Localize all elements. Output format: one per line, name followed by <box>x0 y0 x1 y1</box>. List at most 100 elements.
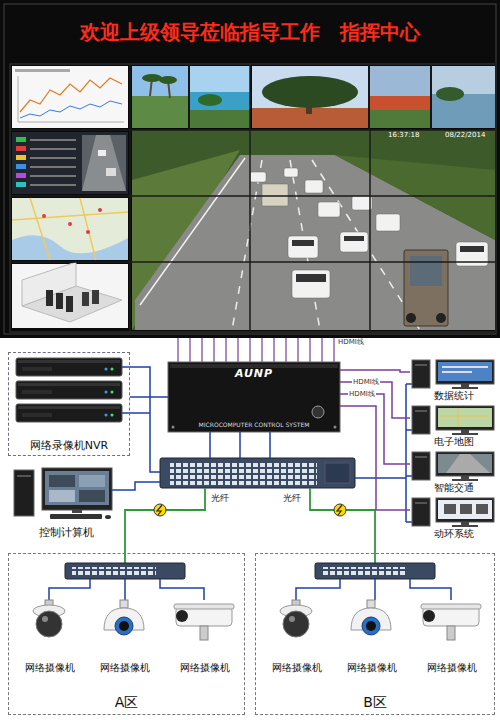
fiber-symbol <box>154 504 166 516</box>
video-wall <box>12 132 128 194</box>
video-wall <box>190 66 250 92</box>
video-wall <box>335 155 495 240</box>
video-wall <box>340 232 368 252</box>
camera-icon <box>366 621 376 631</box>
video-wall <box>132 130 495 330</box>
camera-icon <box>421 604 481 640</box>
camera-icon <box>351 600 391 635</box>
cable-connector <box>130 396 168 398</box>
camera-icon <box>33 600 234 640</box>
video-wall <box>15 69 70 72</box>
camera-icon <box>447 626 455 640</box>
workstation-icon <box>412 360 494 527</box>
video-wall <box>436 87 464 101</box>
video-wall <box>10 64 496 332</box>
device-label: 动环系统 <box>434 528 474 540</box>
workstation: 智能交通 <box>410 450 498 494</box>
workstation-icon <box>444 504 456 514</box>
device-label: 网络录像机NVR <box>30 439 108 452</box>
video-wall <box>30 139 76 141</box>
zone-switch <box>322 567 406 575</box>
video-wall <box>318 202 340 217</box>
network-switch <box>325 463 350 483</box>
camera-icon <box>104 600 144 635</box>
workstation-icon <box>440 408 490 427</box>
workstation: 电子地图 <box>410 404 498 448</box>
video-wall <box>305 180 323 193</box>
camera-icon <box>33 600 65 637</box>
control-computer-icon <box>50 514 102 519</box>
video-wall <box>12 198 128 260</box>
video-wall <box>30 175 76 177</box>
device-label: 网络摄像机 <box>272 662 322 674</box>
workstation-icon <box>438 454 492 473</box>
video-wall <box>292 270 330 298</box>
video-wall <box>30 148 76 150</box>
workstation-icon <box>438 408 492 427</box>
matrix-chassis <box>312 406 324 418</box>
camera-icon <box>362 617 380 635</box>
hdmi-cable <box>178 338 334 362</box>
video-datestamp: 08/22/2014 <box>445 131 485 139</box>
video-wall <box>16 182 26 187</box>
video-wall <box>106 168 116 176</box>
device-label: 网络摄像机 <box>25 662 75 674</box>
workstation-icon <box>438 500 492 519</box>
workstation-icon <box>460 504 472 514</box>
brand-name: AUNP <box>235 367 273 380</box>
video-wall <box>460 246 484 252</box>
camera-icon <box>36 611 62 637</box>
video-wall <box>159 76 177 84</box>
cable-connector <box>340 382 410 418</box>
control-computer-icon <box>72 510 82 513</box>
workstation-icon <box>476 504 488 514</box>
workstation-icon <box>412 406 494 435</box>
zone-switch <box>72 567 156 575</box>
video-wall <box>82 292 89 306</box>
video-wall <box>12 66 128 128</box>
cable-label: HDMI线 <box>338 338 364 346</box>
fiber-symbol <box>157 505 162 515</box>
workstation: 动环系统 <box>410 496 498 540</box>
video-wall <box>252 66 368 108</box>
nvr-group: 网络录像机NVR <box>8 352 130 456</box>
camera-icon <box>423 610 435 622</box>
video-wall <box>132 66 188 96</box>
video-wall <box>12 235 128 260</box>
nvr-recorder <box>16 358 122 376</box>
video-wall <box>42 214 46 218</box>
video-wall <box>82 135 126 191</box>
video-wall <box>370 96 430 110</box>
cable-connector <box>340 394 410 464</box>
model-text: MICROCOMPUTER CONTROL SYSTEM <box>199 421 310 428</box>
video-wall <box>66 296 73 312</box>
zone-switch <box>65 563 185 579</box>
network-camera: 网络摄像机 <box>261 594 333 674</box>
camera-icon <box>200 626 208 640</box>
video-wall <box>436 313 446 323</box>
camera-icon <box>115 617 133 635</box>
video-wall <box>16 164 26 169</box>
video-wall <box>16 146 26 151</box>
video-wall <box>135 155 495 330</box>
video-wall <box>250 168 488 298</box>
video-wall <box>92 290 99 304</box>
video-wall <box>46 290 53 306</box>
workstation-icon <box>412 452 494 481</box>
cable-label: 光纤 <box>211 493 229 503</box>
camera-icon <box>42 616 48 622</box>
zone-label: A区 <box>115 694 139 711</box>
camera-icon <box>176 610 188 622</box>
video-wall <box>12 198 128 260</box>
control-computer-icon <box>14 468 112 519</box>
video-wall <box>292 240 314 246</box>
network-switch <box>160 458 355 488</box>
camera-icon <box>280 600 312 637</box>
zone-label: B区 <box>363 694 387 711</box>
workstation-icon <box>442 366 488 368</box>
video-wall <box>86 230 90 234</box>
camera-icon <box>283 611 309 637</box>
video-wall <box>132 96 188 128</box>
video-wall <box>370 110 430 128</box>
video-matrix: AUNP MICROCOMPUTER CONTROL SYSTEM <box>168 362 340 432</box>
